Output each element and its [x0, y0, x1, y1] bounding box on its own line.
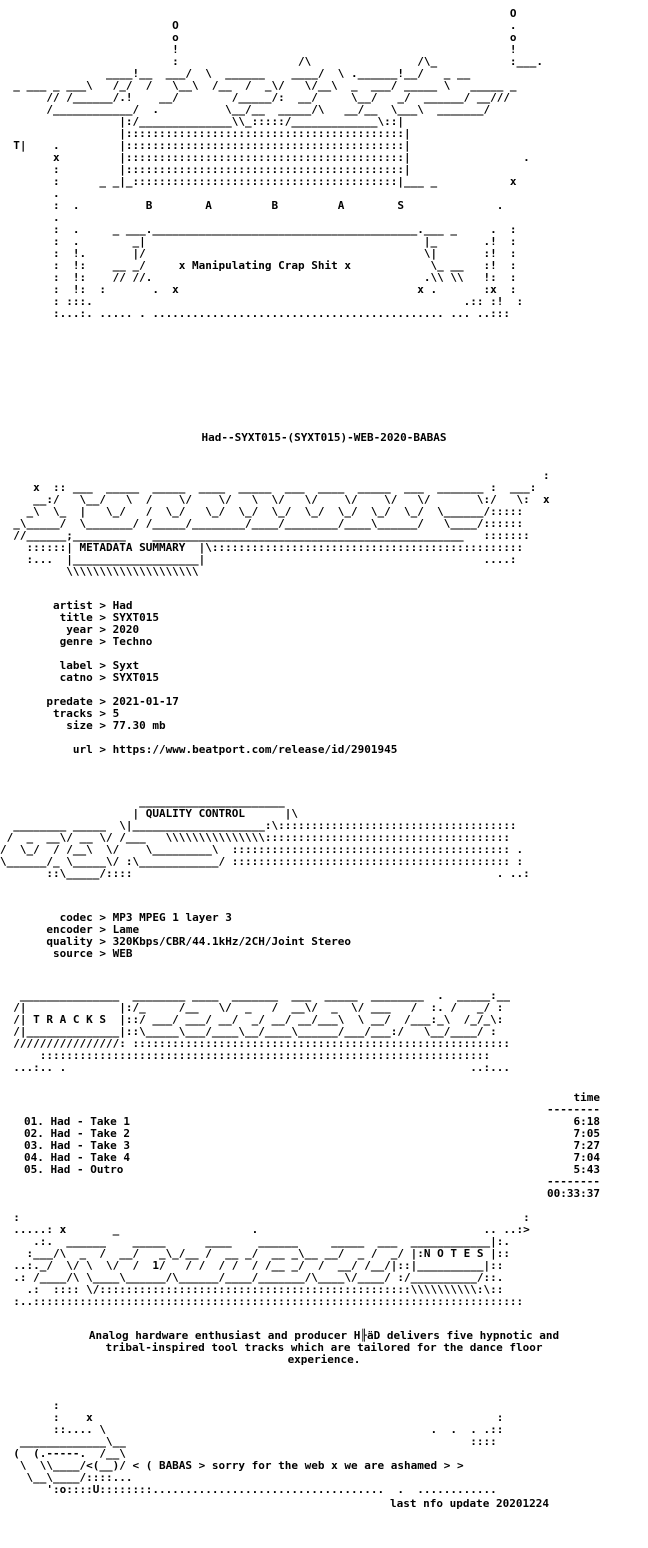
- banner-ascii-art: O O . o o !: [13, 7, 544, 320]
- release-name: Had--SYXT015-(SYXT015)-WEB-2020-BABAS: [201, 431, 447, 444]
- meta-genre: Techno: [112, 635, 153, 648]
- track-row: 03. Had - Take 3 7:27: [0, 1140, 648, 1152]
- track-time: 7:04: [573, 1151, 601, 1164]
- track-title: 05. Had - Outro: [24, 1163, 124, 1176]
- meta-size: 77.30 mb: [112, 719, 166, 732]
- track-title: 04. Had - Take 4: [24, 1151, 130, 1164]
- track-title: 03. Had - Take 3: [24, 1139, 130, 1152]
- meta-label: Syxt: [112, 659, 140, 672]
- track-time: 5:43: [573, 1163, 601, 1176]
- last-update-row: last nfo update 20201224: [0, 1498, 648, 1510]
- track-title: 01. Had - Take 1: [24, 1115, 130, 1128]
- meta-artist: Had: [112, 599, 133, 612]
- notes-text: Analog hardware enthusiast and producer …: [88, 1329, 560, 1366]
- meta-title: SYXT015: [112, 611, 159, 624]
- quality-quality: 320Kbps/CBR/44.1kHz/2CH/Joint Stereo: [112, 935, 352, 948]
- track-row: 04. Had - Take 4 7:04: [0, 1152, 648, 1164]
- metadata-header-art: : x :: ___ _____ _____ ____ _____ ___ __…: [13, 469, 550, 578]
- footer-section: : : x : ::.... \ . . . .:: _____________…: [0, 1400, 648, 1496]
- track-time: 7:27: [573, 1139, 601, 1152]
- meta-year: 2020: [112, 623, 140, 636]
- quality-header: ______________________ | QUALITY CONTROL…: [0, 796, 648, 880]
- track-list: 01. Had - Take 1 6:18 02. Had - Take 2 7:05…: [0, 1116, 648, 1176]
- meta-catno: SYXT015: [112, 671, 159, 684]
- track-time: 7:05: [573, 1127, 601, 1140]
- notes-header-art: : : .....: x _ . .. ..:> .:. ______ ____…: [13, 1211, 530, 1308]
- quality-header-art: ______________________ | QUALITY CONTROL…: [0, 795, 530, 880]
- quality-source: WEB: [112, 947, 133, 960]
- last-update: last nfo update 20201224: [390, 1497, 549, 1510]
- tracks-header-art: _______________ ________ ____ _______ __…: [13, 989, 510, 1074]
- quality-control: codec > MP3 MPEG 1 layer 3 encoder > Lam…: [0, 912, 648, 960]
- meta-tracks: 5: [112, 707, 120, 720]
- metadata-header: : x :: ___ _____ _____ ____ _____ ___ __…: [0, 470, 648, 578]
- meta-predate: 2021-01-17: [112, 695, 179, 708]
- quality-codec: MP3 MPEG 1 layer 3: [112, 911, 232, 924]
- tracks-header: _______________ ________ ____ _______ __…: [0, 990, 648, 1074]
- track-row: 05. Had - Outro 5:43: [0, 1164, 648, 1176]
- track-row: 01. Had - Take 1 6:18: [0, 1116, 648, 1128]
- metadata-list: artist > Had title > SYXT015 year > 2020…: [33, 599, 398, 756]
- tracklist-total: 00:33:37: [547, 1187, 600, 1200]
- footer-ascii-art: : : x : ::.... \ . . . .:: _____________…: [13, 1399, 504, 1496]
- banner-section: O O . o o !: [0, 8, 648, 320]
- track-row: 02. Had - Take 2 7:05: [0, 1128, 648, 1140]
- track-title: 02. Had - Take 2: [24, 1127, 130, 1140]
- tracklist-rule-top: --------: [547, 1103, 600, 1116]
- notes-header: : : .....: x _ . .. ..:> .:. ______ ____…: [0, 1212, 648, 1308]
- track-time: 6:18: [573, 1115, 601, 1128]
- tracklist-rule-bottom: --------: [547, 1175, 600, 1188]
- tracklist-time-header: time: [573, 1091, 601, 1104]
- metadata-summary: artist > Had title > SYXT015 year > 2020…: [0, 600, 648, 756]
- notes-section: Analog hardware enthusiast and producer …: [0, 1330, 648, 1366]
- meta-url[interactable]: https://www.beatport.com/release/id/2901…: [112, 743, 398, 756]
- release-name-row: Had--SYXT015-(SYXT015)-WEB-2020-BABAS: [0, 432, 648, 444]
- quality-list: codec > MP3 MPEG 1 layer 3 encoder > Lam…: [33, 911, 352, 960]
- quality-encoder: Lame: [112, 923, 140, 936]
